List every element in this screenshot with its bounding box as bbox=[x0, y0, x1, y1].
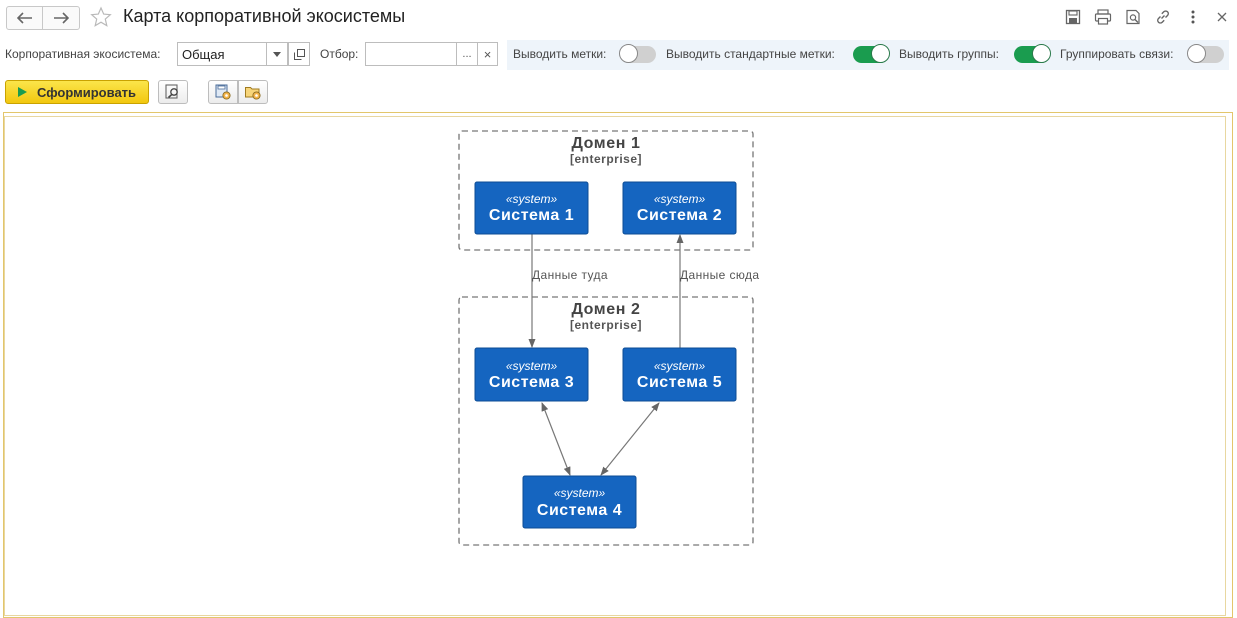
ecosystem-open-button[interactable] bbox=[288, 42, 310, 66]
system-name: Система 2 bbox=[637, 207, 722, 224]
preview-button[interactable] bbox=[1123, 7, 1143, 27]
search-button[interactable] bbox=[158, 80, 188, 104]
settings-load-button[interactable] bbox=[238, 80, 268, 104]
more-button[interactable] bbox=[1183, 7, 1203, 27]
show-groups-toggle[interactable] bbox=[1014, 44, 1051, 63]
ecosystem-label: Корпоративная экосистема: bbox=[5, 47, 161, 61]
print-icon bbox=[1094, 9, 1112, 25]
system-stereotype: «system» bbox=[654, 192, 706, 206]
system-stereotype: «system» bbox=[554, 486, 606, 500]
domain-stereotype: [enterprise] bbox=[570, 152, 642, 166]
domain-title: Домен 2 bbox=[571, 301, 640, 318]
show-labels-label: Выводить метки: bbox=[513, 47, 607, 61]
group-links-label: Группировать связи: bbox=[1060, 47, 1174, 61]
system-node[interactable]: «system» Система 5 bbox=[622, 347, 737, 402]
play-icon bbox=[18, 87, 27, 97]
ecosystem-field[interactable]: Общая bbox=[177, 42, 267, 66]
domain-title: Домен 1 bbox=[571, 135, 640, 152]
system-node[interactable]: «system» Система 3 bbox=[474, 347, 589, 402]
system-node[interactable]: «system» Система 1 bbox=[474, 181, 589, 235]
filter-label: Отбор: bbox=[320, 47, 359, 61]
system-node[interactable]: «system» Система 4 bbox=[522, 475, 637, 529]
system-node[interactable]: «system» Система 2 bbox=[622, 181, 737, 235]
star-icon bbox=[90, 6, 112, 27]
print-button[interactable] bbox=[1093, 7, 1113, 27]
more-icon bbox=[1191, 10, 1195, 24]
ecosystem-dropdown-button[interactable] bbox=[266, 42, 288, 66]
save-button[interactable] bbox=[1063, 7, 1083, 27]
preview-icon bbox=[1126, 9, 1140, 25]
filter-field[interactable] bbox=[365, 42, 457, 66]
open-window-icon bbox=[293, 48, 305, 60]
show-labels-toggle[interactable] bbox=[619, 44, 656, 63]
domain-stereotype: [enterprise] bbox=[570, 318, 642, 332]
favorite-button[interactable] bbox=[90, 6, 112, 28]
back-button[interactable] bbox=[6, 6, 44, 30]
page-title: Карта корпоративной экосистемы bbox=[123, 6, 406, 26]
filter-select-label: ... bbox=[462, 48, 472, 60]
magnifier-icon bbox=[165, 84, 178, 99]
ecosystem-value: Общая bbox=[182, 47, 225, 62]
settings-save-button[interactable] bbox=[208, 80, 238, 104]
save-icon bbox=[1065, 9, 1081, 25]
filter-clear-button[interactable]: × bbox=[477, 42, 498, 66]
show-groups-label: Выводить группы: bbox=[899, 47, 999, 61]
system-stereotype: «system» bbox=[654, 359, 706, 373]
diagram-canvas bbox=[4, 116, 1226, 616]
arrow-left-icon bbox=[17, 12, 32, 24]
system-name: Система 5 bbox=[637, 374, 722, 391]
generate-button[interactable]: Сформировать bbox=[5, 80, 149, 104]
domain-box: Домен 1 [enterprise] bbox=[458, 130, 754, 251]
system-stereotype: «system» bbox=[506, 359, 558, 373]
system-name: Система 1 bbox=[489, 207, 574, 224]
show-standard-labels-toggle[interactable] bbox=[853, 44, 890, 63]
link-icon bbox=[1157, 10, 1169, 24]
link-label: Данные туда bbox=[532, 268, 608, 282]
settings-load-icon bbox=[245, 87, 261, 100]
domain-box: Домен 2 [enterprise] bbox=[458, 296, 754, 546]
generate-button-label: Сформировать bbox=[37, 84, 137, 100]
link-label: Данные сюда bbox=[680, 268, 760, 282]
link-button[interactable] bbox=[1153, 7, 1173, 27]
show-standard-labels-label: Выводить стандартные метки: bbox=[666, 47, 835, 61]
group-links-toggle[interactable] bbox=[1187, 44, 1224, 63]
close-icon bbox=[1217, 12, 1227, 22]
link-arrow[interactable] bbox=[541, 402, 571, 476]
system-name: Система 4 bbox=[537, 502, 622, 519]
arrow-right-icon bbox=[54, 12, 69, 24]
filter-clear-label: × bbox=[483, 46, 492, 62]
forward-button[interactable] bbox=[42, 6, 80, 30]
settings-save-icon bbox=[215, 84, 231, 100]
system-stereotype: «system» bbox=[506, 192, 558, 206]
close-button[interactable] bbox=[1212, 7, 1232, 27]
link-arrow[interactable] bbox=[600, 402, 660, 476]
system-name: Система 3 bbox=[489, 374, 574, 391]
chevron-down-icon bbox=[273, 51, 281, 57]
